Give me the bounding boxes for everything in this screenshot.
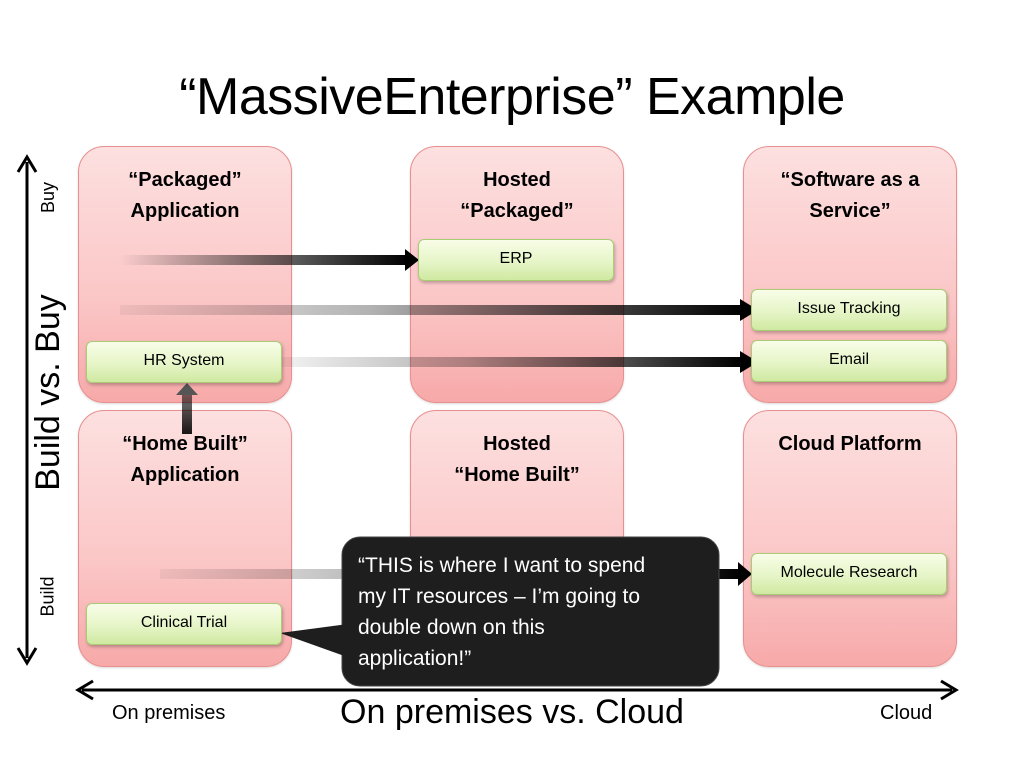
y-axis-bottom-label: Build [37,575,58,617]
callout-text: “THIS is where I want to spend my IT res… [358,554,646,670]
box-erp: ERP [418,239,614,281]
box-email: Email [751,340,947,382]
box-clinical-trial: Clinical Trial [86,603,282,645]
arrow-hr-system-to-email [282,351,758,373]
x-axis-left-label: On premises [112,702,226,724]
box-issue-tracking: Issue Tracking [751,289,947,331]
cell-label: “Software as a Service” [780,169,920,222]
slide-title: “MassiveEnterprise” Example [179,68,845,126]
cell-label: Hosted “Packaged” [460,169,574,222]
horizontal-axis [75,679,959,701]
vertical-axis [16,154,38,666]
cell-label: “Home Built” Application [122,433,248,486]
cell-label: Cloud Platform [778,433,922,455]
arrow-home-built-to-hr-system [176,383,198,434]
x-axis-right-label: Cloud [880,702,933,724]
y-axis-top-label: Buy [37,181,58,213]
arrow-packaged-to-erp [120,249,419,271]
cell-cloud-platform: Cloud Platform [743,410,957,667]
speech-callout [280,536,720,687]
box-hr-system: HR System [86,341,282,383]
arrow-packaged-to-issue-tracking [120,299,758,321]
cell-label: “Packaged” Application [128,169,242,222]
box-molecule-research: Molecule Research [751,553,947,595]
y-axis-title: Build vs. Buy [28,293,67,491]
x-axis-title: On premises vs. Cloud [340,693,684,731]
cell-label: Hosted “Home Built” [454,433,580,486]
